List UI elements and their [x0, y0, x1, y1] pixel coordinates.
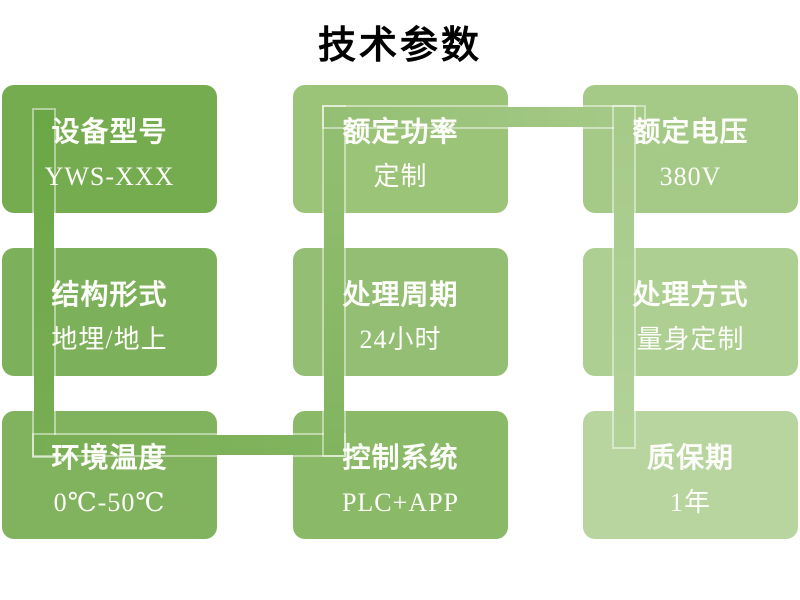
param-label: 额定电压 [632, 117, 749, 149]
param-label: 结构形式 [51, 280, 168, 312]
connector-segment-bottom-horizontal [32, 433, 346, 457]
connector-segment-col1-vertical [32, 108, 56, 458]
param-label: 处理方式 [632, 280, 749, 312]
page-title: 技术参数 [317, 25, 482, 67]
param-value: YWS-XXX [44, 161, 175, 191]
param-label: 质保期 [646, 443, 734, 475]
param-label: 控制系统 [342, 443, 459, 475]
param-value: 380V [659, 161, 722, 191]
param-value: 1年 [669, 487, 711, 517]
param-label: 处理周期 [342, 280, 459, 312]
param-value: 定制 [373, 161, 428, 191]
connector-segment-top-horizontal [322, 105, 646, 129]
param-label: 环境温度 [51, 443, 168, 475]
connector-segment-col2-vertical [322, 105, 346, 457]
param-value: 地埋/地上 [51, 324, 168, 354]
param-value: 24小时 [359, 324, 442, 354]
param-value: PLC+APP [341, 487, 460, 517]
param-label: 额定功率 [342, 117, 459, 149]
connector-segment-col3-vertical [612, 105, 636, 449]
param-label: 设备型号 [51, 117, 168, 149]
param-value: 0℃-50℃ [53, 487, 166, 517]
param-value: 量身定制 [636, 324, 745, 354]
